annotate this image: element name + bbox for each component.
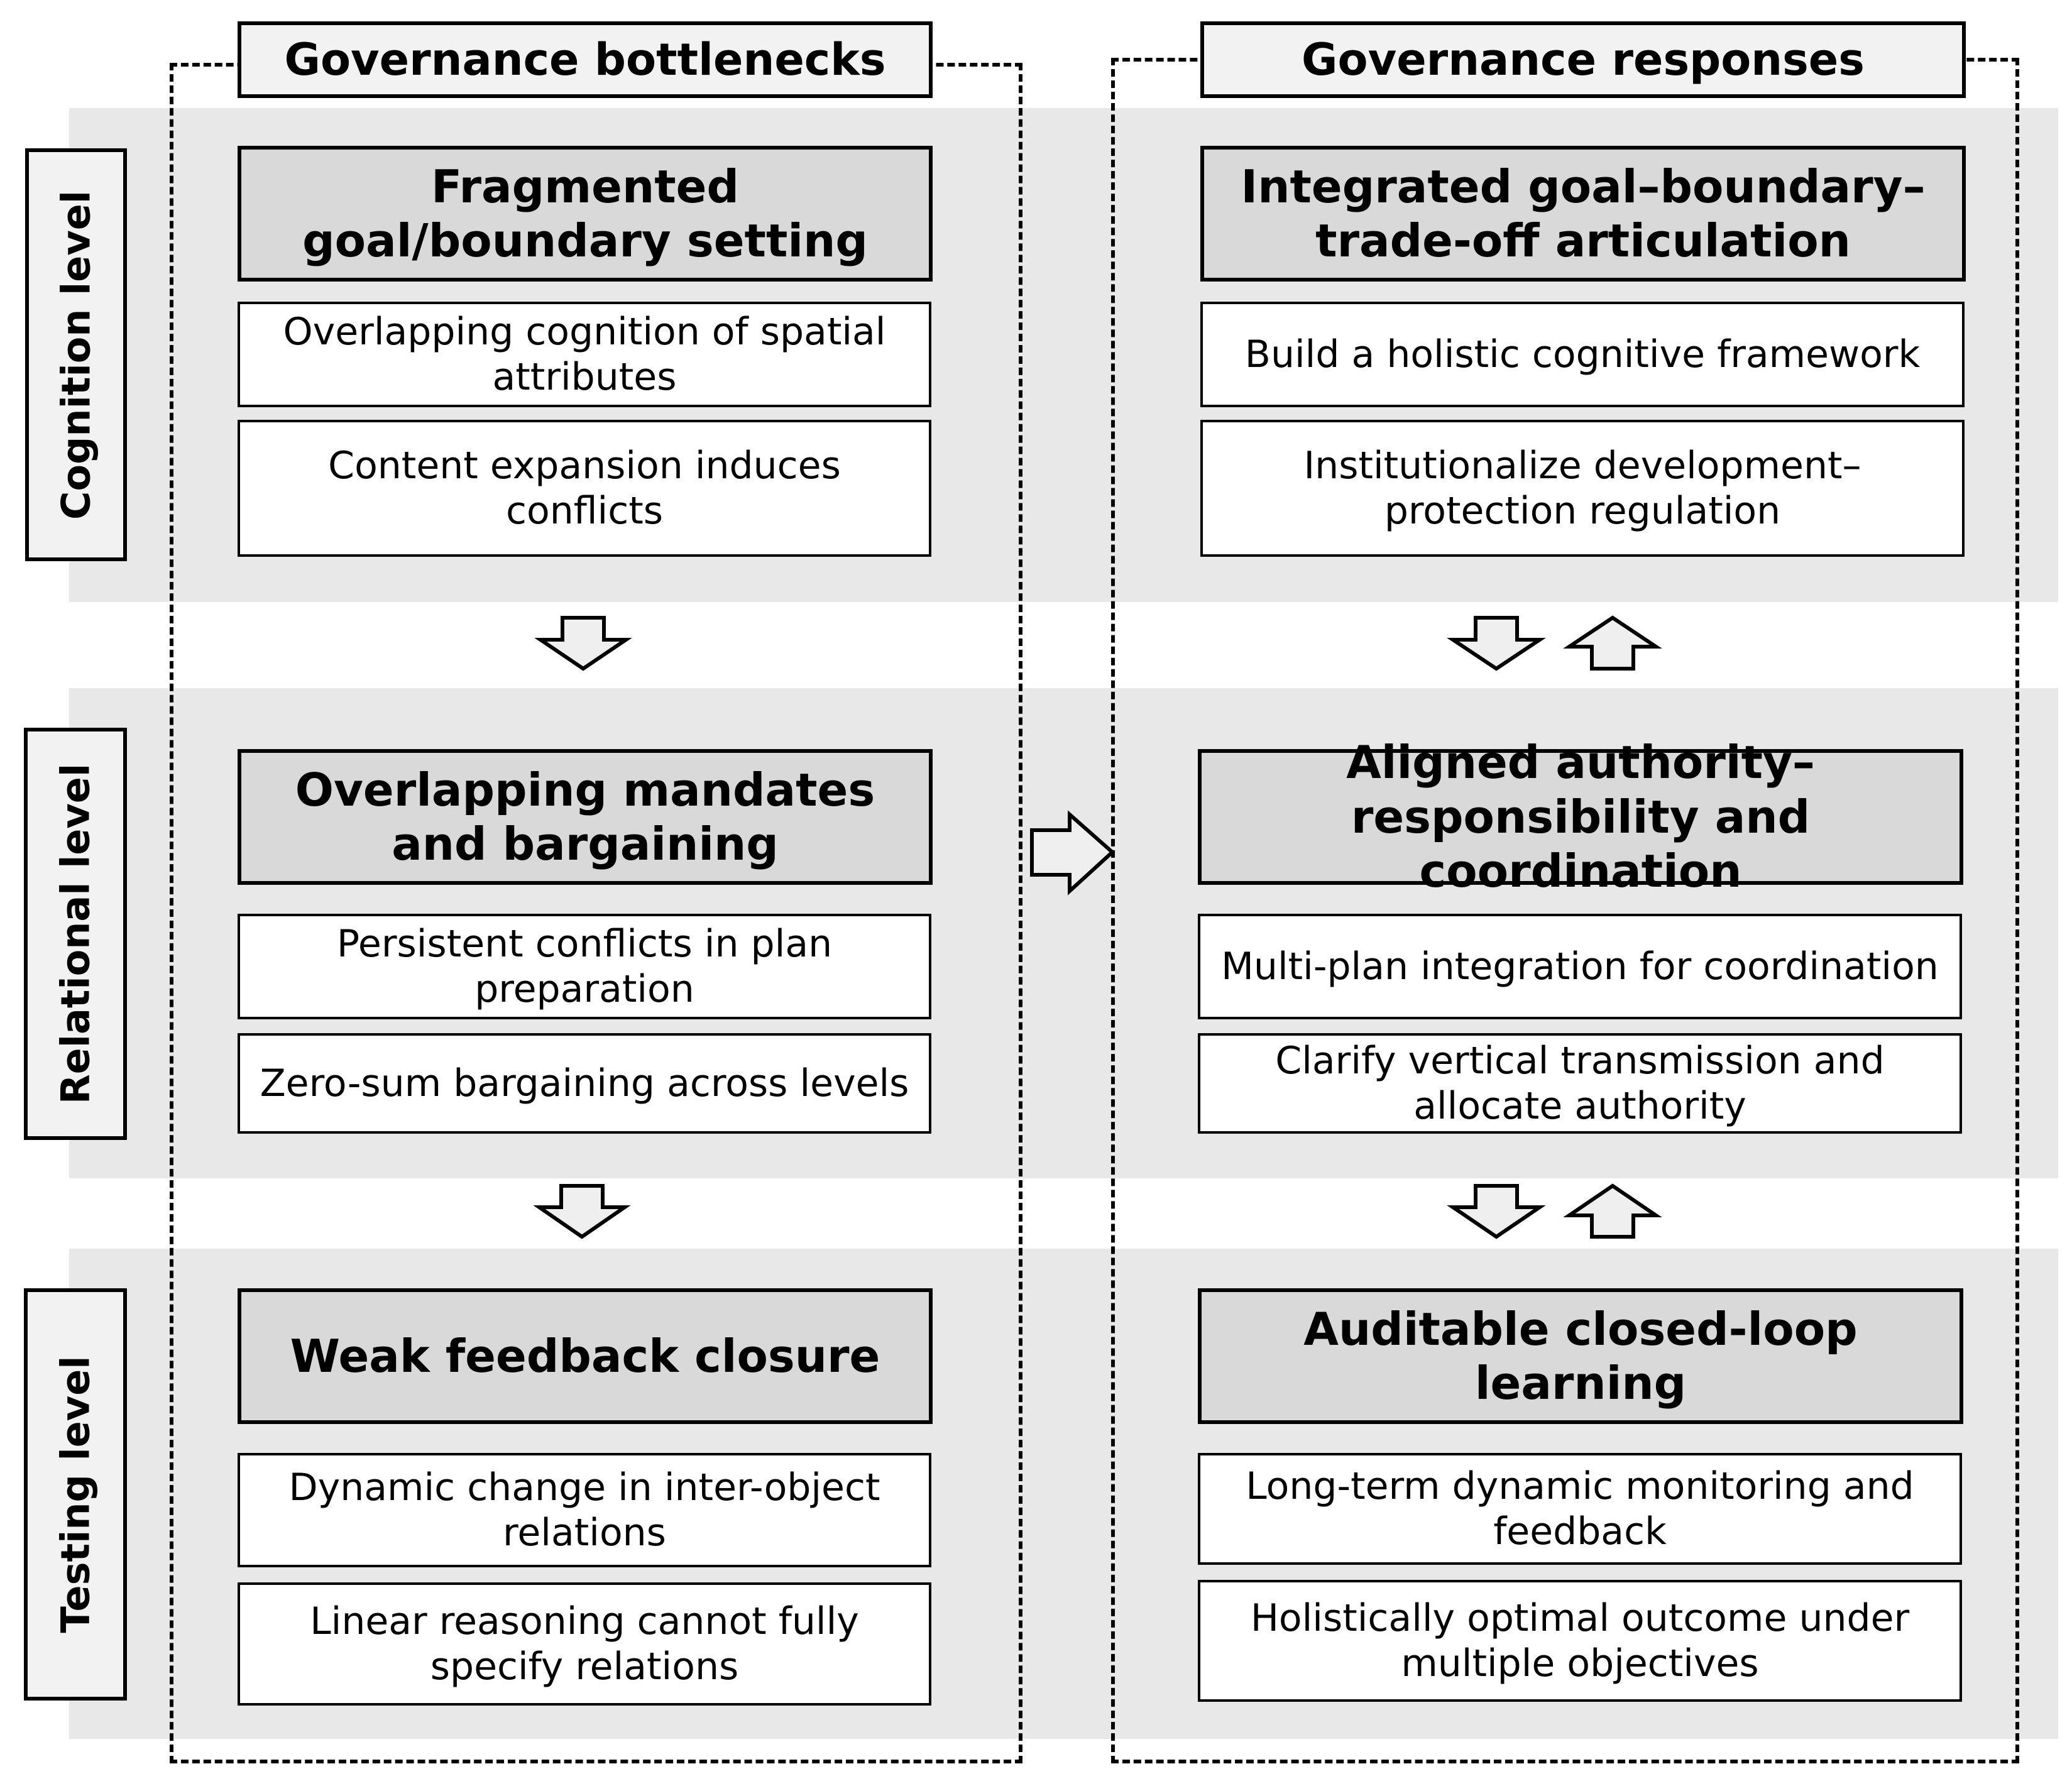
testing-bottleneck-item-1: Dynamic change in inter-object relations [238, 1453, 931, 1567]
relational-bottleneck-item-1: Persistent conflicts in plan preparation [238, 914, 931, 1019]
relational-bottleneck-item-2: Zero-sum bargaining across levels [238, 1033, 931, 1134]
down-arrow-icon [533, 1184, 631, 1239]
down-arrow-icon [1447, 1184, 1546, 1239]
cognition-bottleneck-heading: Fragmented goal/boundary setting [238, 146, 933, 282]
down-arrow-icon [534, 616, 632, 671]
testing-response-item-2: Holistically optimal outcome under multi… [1198, 1580, 1962, 1702]
testing-bottleneck-heading: Weak feedback closure [238, 1288, 933, 1424]
up-arrow-icon [1563, 615, 1662, 671]
relational-level-label: Relational level [24, 728, 127, 1140]
cognition-response-heading: Integrated goal–boundary–trade-off artic… [1200, 146, 1966, 282]
testing-response-item-1: Long-term dynamic monitoring and feedbac… [1198, 1453, 1962, 1565]
relational-response-item-2: Clarify vertical transmission and alloca… [1198, 1033, 1962, 1134]
cognition-response-item-2: Institutionalize development–protection … [1200, 420, 1965, 557]
down-arrow-icon [1447, 616, 1546, 671]
cognition-bottleneck-item-1: Overlapping cognition of spatial attribu… [238, 302, 931, 407]
bottlenecks-column-title: Governance bottlenecks [238, 21, 933, 98]
cognition-bottleneck-item-2: Content expansion induces conflicts [238, 420, 931, 557]
testing-level-label: Testing level [24, 1288, 127, 1701]
relational-response-item-1: Multi-plan integration for coordination [1198, 914, 1962, 1019]
cognition-response-item-1: Build a holistic cognitive framework [1200, 302, 1965, 407]
responses-column-title: Governance responses [1200, 21, 1966, 98]
relational-bottleneck-heading: Overlapping mandates and bargaining [238, 749, 933, 885]
cognition-level-label: Cognition level [25, 148, 127, 561]
testing-response-heading: Auditable closed-loop learning [1198, 1288, 1963, 1424]
right-arrow-icon [1030, 810, 1115, 896]
up-arrow-icon [1563, 1183, 1662, 1239]
testing-bottleneck-item-2: Linear reasoning cannot fully specify re… [238, 1582, 931, 1706]
